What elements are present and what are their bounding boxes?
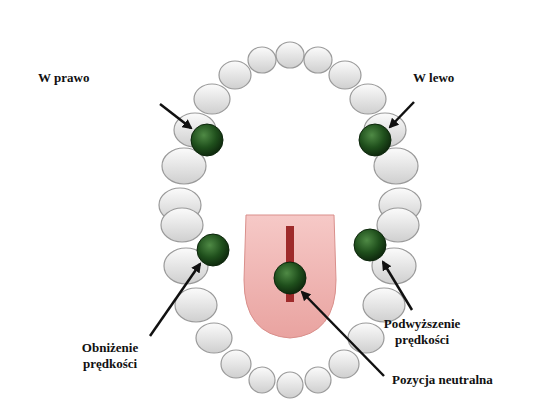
lower-teeth [161, 208, 419, 398]
callout-label: W prawo [38, 70, 89, 86]
callout-label: Podwyższenie prędkości [366, 316, 478, 349]
tongue [244, 215, 336, 338]
callout-label: Obniżenie prędkości [62, 340, 158, 373]
callout-label: Pozycja neutralna [392, 372, 493, 388]
upper-teeth [159, 42, 421, 222]
callout-label: W lewo [413, 70, 454, 86]
leader-arrows [150, 102, 414, 376]
sensor-dots [191, 124, 391, 294]
